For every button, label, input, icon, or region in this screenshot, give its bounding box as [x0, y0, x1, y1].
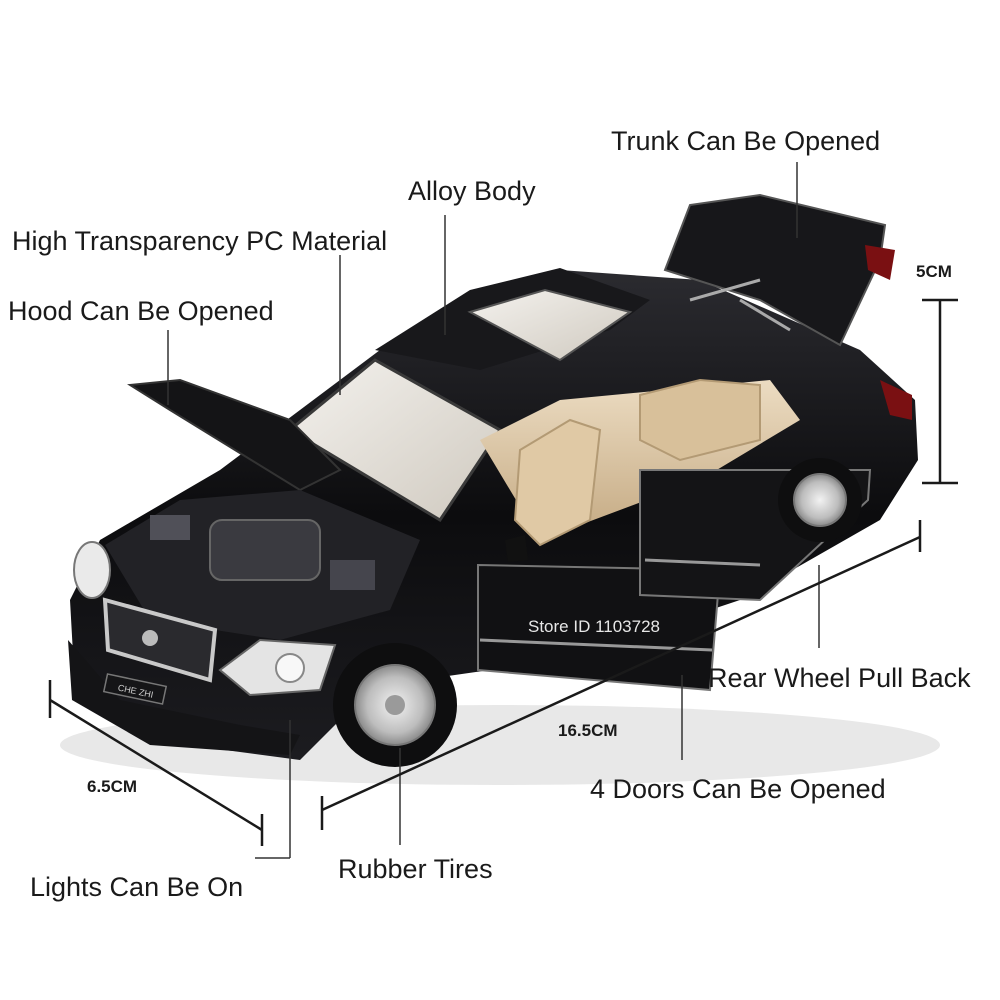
open-hood	[126, 378, 342, 492]
rear-seat	[639, 378, 761, 462]
engine-detail	[330, 560, 375, 590]
engine-detail	[150, 515, 190, 540]
side-mirror	[505, 535, 528, 562]
dimension-lines	[48, 298, 958, 846]
callout-trunk: Trunk Can Be Opened	[611, 126, 881, 156]
rear-rim	[793, 473, 847, 527]
dimension-height: 5CM	[916, 262, 952, 281]
callout-alloy-body: Alloy Body	[408, 176, 536, 206]
engine-cover	[209, 519, 321, 581]
callout-tires: Rubber Tires	[338, 854, 493, 884]
leader-lines	[167, 162, 820, 859]
callout-pc-material: High Transparency PC Material	[12, 226, 388, 256]
front-grille	[102, 597, 218, 683]
front-seat	[513, 418, 602, 547]
sunroof	[467, 288, 633, 362]
callout-hood: Hood Can Be Opened	[8, 296, 274, 326]
license-plate	[102, 673, 168, 705]
callout-rear-wheel: Rear Wheel Pull Back	[708, 663, 971, 693]
dimension-length: 16.5CM	[558, 721, 618, 740]
front-bumper	[68, 640, 300, 755]
dimension-width: 6.5CM	[87, 777, 138, 796]
callout-lights: Lights Can Be On	[30, 872, 244, 902]
headlight-left	[73, 541, 111, 599]
taillight	[880, 380, 912, 420]
trunk-lid	[663, 193, 887, 347]
callout-doors: 4 Doors Can Be Opened	[590, 774, 886, 804]
badge-icon	[142, 630, 158, 646]
store-watermark: Store ID 1103728	[528, 617, 660, 636]
